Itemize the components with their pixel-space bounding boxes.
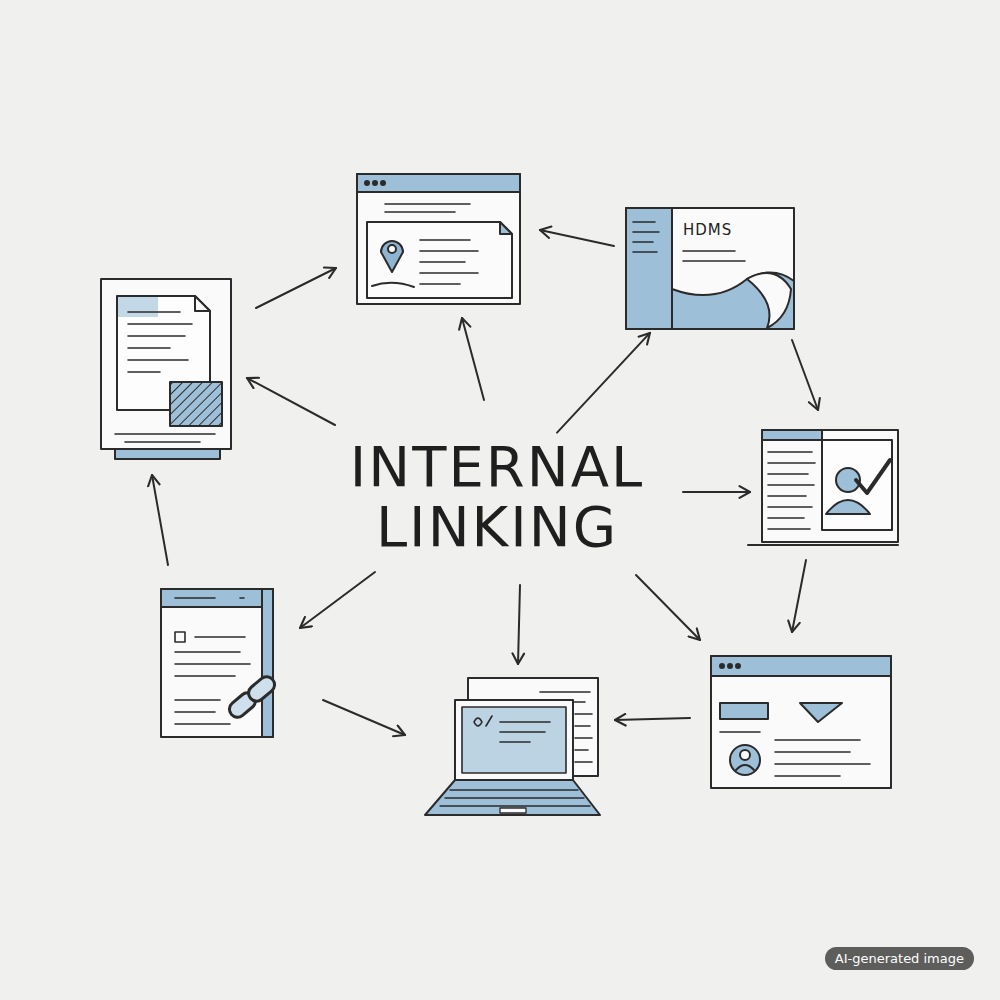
sketch-arrow: [683, 491, 750, 493]
laptop-icon: [500, 808, 526, 813]
browser-map-icon: [357, 174, 520, 192]
laptop-icon: [455, 700, 573, 780]
link-page-icon: [226, 674, 278, 721]
profile-page-icon: [728, 664, 732, 668]
central-title: INTERNAL LINKING: [327, 437, 667, 557]
profile-page-icon: [711, 656, 891, 788]
laptop-icon: [425, 780, 600, 815]
link-page-icon: [175, 597, 244, 599]
sketch-arrow: [247, 378, 335, 425]
title-text: INTERNAL LINKING: [327, 437, 667, 557]
document-shape: [683, 251, 745, 261]
profile-page-icon: [720, 732, 870, 776]
approval-page-icon: [826, 500, 870, 514]
laptop-icon: [440, 790, 590, 806]
browser-map-icon: [420, 240, 478, 284]
browser-map-icon: [385, 204, 470, 212]
document-shape: [626, 208, 672, 329]
sketch-arrow: [323, 700, 405, 735]
sketch-arrow: [518, 585, 520, 664]
document-icon: [170, 382, 222, 426]
browser-map-icon: [381, 181, 385, 185]
document-shape: [672, 272, 794, 329]
icon-text: HDMS: [683, 221, 795, 239]
sketch-arrow: [636, 575, 700, 640]
browser-map-icon: [357, 174, 520, 304]
laptop-icon: [474, 716, 550, 742]
sketch-arrow: [792, 340, 818, 410]
connector-arrow: [557, 333, 650, 433]
approval-page-icon: [768, 452, 815, 529]
sketch-arrow: [540, 230, 614, 246]
document-shape: [747, 273, 791, 328]
browser-map-icon: [357, 174, 520, 304]
profile-page-icon: [720, 664, 724, 668]
document-icon: [195, 296, 210, 311]
document-shape: [625, 207, 795, 330]
document-icon: [118, 297, 158, 317]
laptop-icon: [425, 678, 600, 815]
browser-map-icon: [388, 245, 396, 253]
profile-page-icon: [711, 656, 891, 788]
sketch-arrow: [256, 268, 336, 308]
link-page-icon: [161, 589, 278, 737]
browser-map-icon: [365, 181, 369, 185]
link-page-icon: [161, 589, 273, 607]
profile-page-icon: [720, 703, 768, 719]
document-icon: [101, 279, 231, 459]
sketch-arrow: [615, 718, 690, 720]
document-shape: [626, 208, 794, 329]
document-icon: HDMS: [625, 207, 795, 330]
sketch-arrow: [300, 572, 375, 628]
link-page-icon: [161, 589, 273, 737]
profile-page-icon: [800, 703, 842, 722]
sketch-arrow: [462, 318, 484, 400]
document-icon: [101, 279, 231, 449]
approval-page-icon: [822, 440, 892, 530]
laptop-icon: [462, 707, 566, 773]
sketch-arrow: [152, 475, 168, 565]
approval-page-icon: [856, 460, 890, 493]
approval-page-icon: [762, 430, 822, 440]
approval-page-icon: [748, 544, 898, 546]
profile-page-icon: [740, 750, 750, 760]
document-icon: [128, 312, 192, 372]
profile-page-icon: [736, 664, 740, 668]
browser-map-icon: [372, 283, 414, 287]
browser-map-icon: [373, 181, 377, 185]
link-page-icon: [262, 589, 273, 737]
profile-page-icon: [711, 656, 891, 676]
browser-map-icon: [500, 222, 512, 234]
approval-page-icon: [762, 430, 898, 542]
browser-map-icon: [367, 222, 512, 298]
watermark: AI-generated image: [825, 947, 974, 970]
approval-page-icon: [748, 430, 898, 545]
browser-map-icon: [381, 241, 403, 272]
profile-page-icon: [736, 765, 754, 770]
document-icon: [115, 434, 215, 442]
profile-page-icon: [730, 745, 760, 775]
sketch-arrow: [792, 560, 806, 632]
document-shape: [633, 222, 659, 252]
document-icon: [115, 449, 220, 459]
sketch-illustration: [101, 174, 898, 815]
link-page-icon: [175, 632, 185, 642]
document-shape: [626, 208, 794, 329]
sketch-arrow: [152, 230, 818, 735]
link-page-icon: [245, 674, 277, 705]
